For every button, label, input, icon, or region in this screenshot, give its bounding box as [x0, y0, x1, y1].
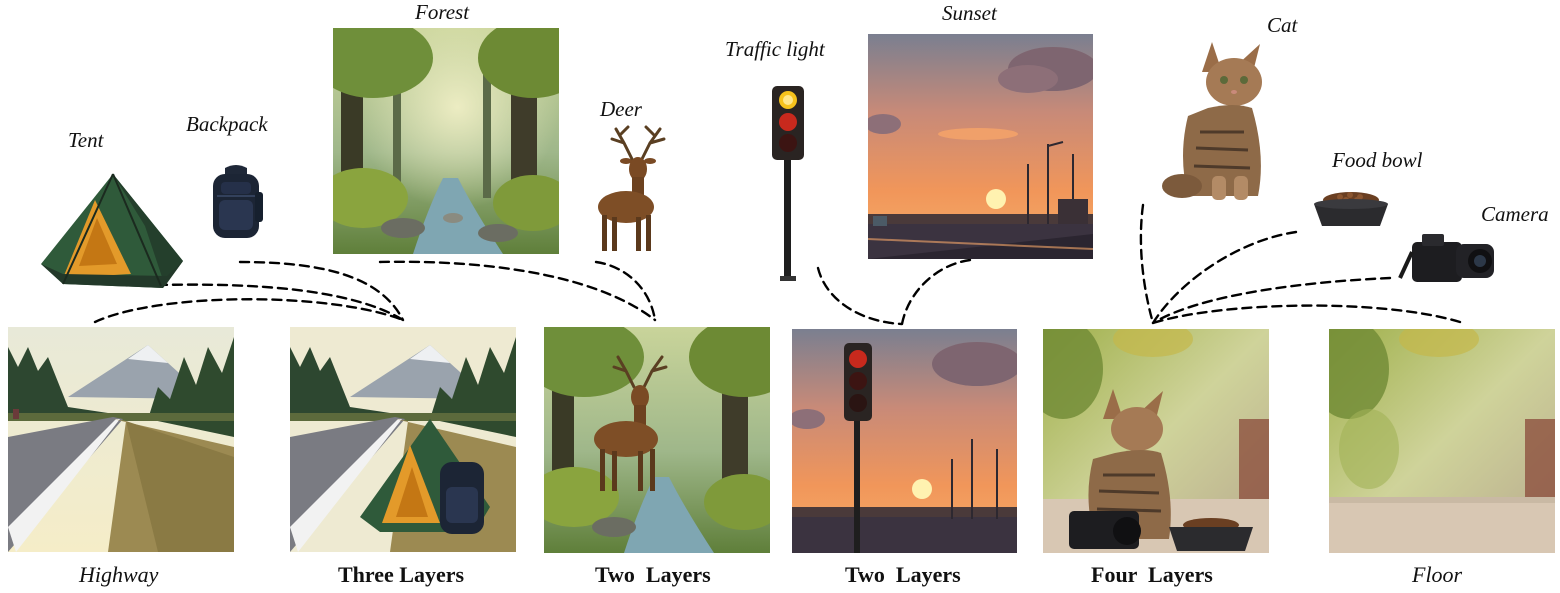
connector-floor-to-four-layers	[1151, 304, 1462, 325]
connector-deer-to-two-layers	[594, 260, 657, 322]
four-layers-caption: Four Layers	[1091, 562, 1213, 587]
camera-label: Camera	[1481, 202, 1549, 226]
connector-camera-to-four-layers	[1151, 276, 1392, 325]
connector-bowl-to-four-layers	[1151, 230, 1298, 325]
deer-object	[588, 125, 680, 253]
sunset-label: Sunset	[942, 1, 997, 25]
cat-label: Cat	[1267, 13, 1298, 37]
connector-traffic-light-to-two-layers	[816, 266, 904, 326]
connector-sunset-to-two-layers	[900, 258, 972, 326]
forest-image	[333, 28, 559, 254]
connector-backpack-to-three-layers	[238, 260, 405, 322]
sunset-image	[868, 34, 1093, 259]
two-layers-sunset-caption: Two Layers	[845, 562, 961, 587]
traffic-light-object	[770, 84, 806, 282]
floor-image	[1329, 329, 1555, 553]
two-layers-forest-caption: Two Layers	[595, 562, 711, 587]
highway-caption: Highway	[79, 562, 159, 587]
two-layers-forest-image	[544, 327, 770, 553]
three-layers-image	[290, 327, 516, 552]
traffic-light-label: Traffic light	[725, 37, 825, 61]
connector-highway-to-three-layers	[93, 298, 405, 324]
backpack-object	[207, 162, 265, 242]
four-layers-image	[1043, 329, 1269, 553]
connector-cat-to-four-layers	[1139, 203, 1155, 325]
connector-forest-to-two-layers	[378, 260, 657, 322]
two-layers-sunset-image	[792, 329, 1017, 553]
three-layers-caption: Three Layers	[338, 562, 465, 587]
deer-label: Deer	[600, 97, 642, 121]
tent-object	[33, 166, 195, 292]
camera-object	[1398, 230, 1498, 284]
forest-label: Forest	[415, 0, 470, 24]
connector-tent-to-three-layers	[156, 283, 405, 322]
backpack-label: Backpack	[186, 112, 268, 136]
cat-object	[1148, 36, 1276, 202]
food-bowl-label: Food bowl	[1332, 148, 1423, 172]
floor-caption: Floor	[1412, 562, 1463, 587]
tent-label: Tent	[68, 128, 104, 152]
food-bowl-object	[1310, 188, 1392, 230]
highway-image	[8, 327, 234, 552]
